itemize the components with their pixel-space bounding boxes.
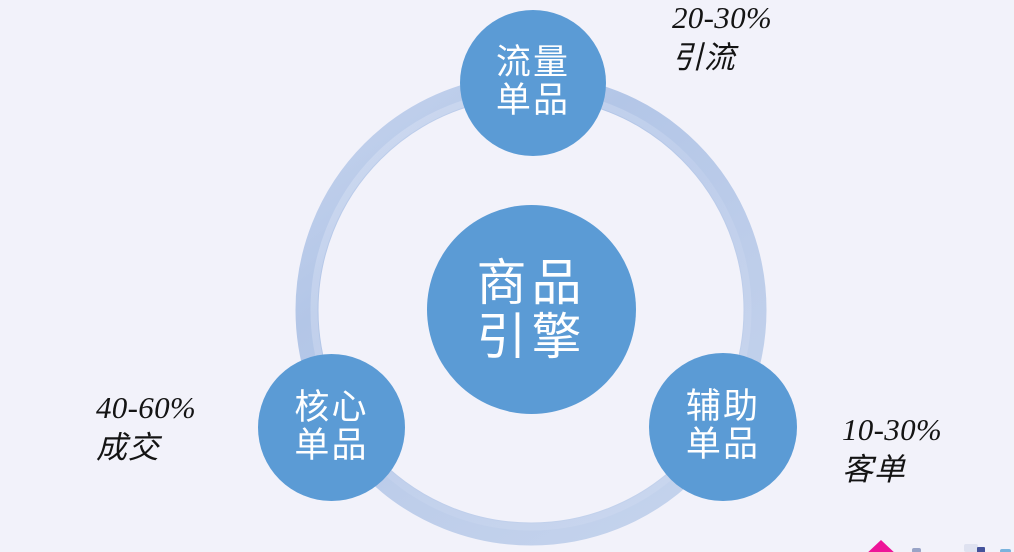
traffic-annotation: 20-30% 引流 <box>672 0 772 77</box>
logo-triangle-icon <box>864 540 898 552</box>
traffic-annotation-percent: 20-30% <box>672 0 773 35</box>
assist-node[interactable]: 辅助 单品 <box>649 353 797 501</box>
logo-glyph-2-icon <box>977 547 985 552</box>
core-node[interactable]: 核心 单品 <box>258 354 405 501</box>
core-annotation: 40-60% 成交 <box>96 388 196 467</box>
center-node-line1: 商品 <box>476 253 587 312</box>
assist-annotation: 10-30% 客单 <box>842 410 942 489</box>
traffic-node-line1: 流量 <box>495 43 571 84</box>
center-node-line2: 引擎 <box>476 307 587 366</box>
traffic-annotation-caption: 引流 <box>672 39 736 75</box>
assist-node-line1: 辅助 <box>685 387 761 428</box>
logo-glyph-3-icon <box>1000 549 1011 552</box>
core-annotation-caption: 成交 <box>96 429 160 465</box>
assist-node-line2: 单品 <box>685 425 761 465</box>
assist-annotation-caption: 客单 <box>842 451 906 487</box>
core-annotation-percent: 40-60% <box>96 390 197 425</box>
traffic-node[interactable]: 流量 单品 <box>460 10 606 156</box>
center-node[interactable]: 商品 引擎 <box>427 205 636 414</box>
logo-glyph-1-icon <box>912 548 921 552</box>
core-node-line2: 单品 <box>294 425 369 466</box>
core-node-line1: 核心 <box>294 387 369 428</box>
corner-logo-fragment <box>856 536 1014 552</box>
logo-mark-shape <box>964 544 978 552</box>
assist-annotation-percent: 10-30% <box>842 412 943 447</box>
traffic-node-line2: 单品 <box>495 81 571 121</box>
